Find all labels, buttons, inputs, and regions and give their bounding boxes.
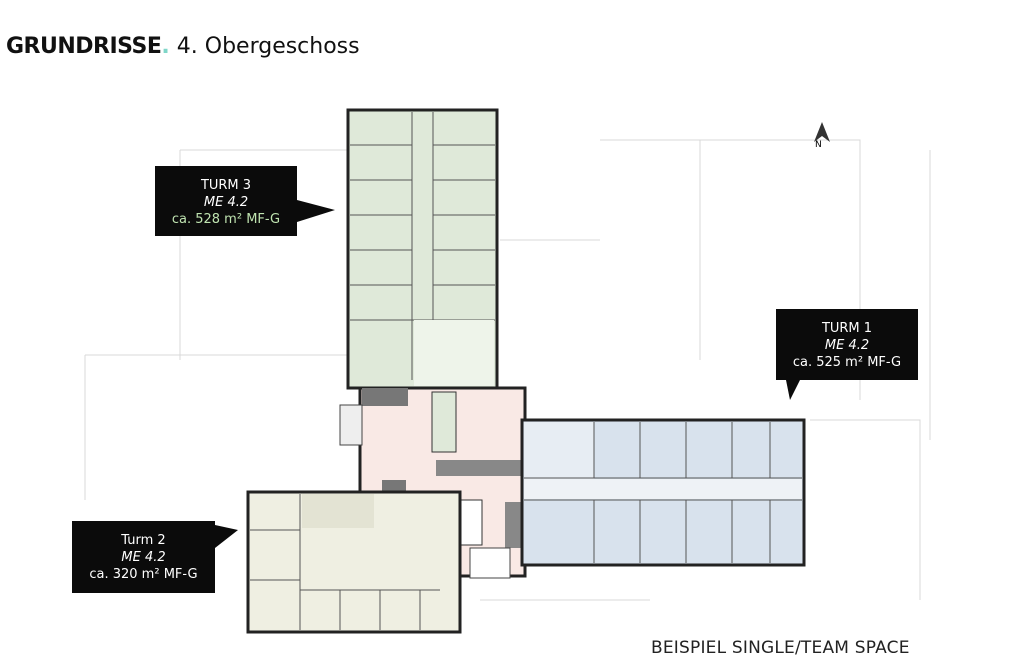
north-label: N: [815, 140, 822, 150]
callout-area: ca. 320 m² MF-G: [89, 567, 198, 582]
callout-unit: ME 4.2: [121, 550, 166, 565]
callout-area: ca. 528 m² MF-G: [171, 212, 281, 227]
callout-turm2: Turm 2 ME 4.2 ca. 320 m² MF-G: [72, 521, 215, 593]
callout-unit: ME 4.2: [824, 338, 870, 353]
context-lines: [84, 139, 931, 601]
callout-unit: ME 4.2: [203, 195, 249, 210]
title-bold: GRUNDRISSE: [6, 34, 162, 59]
title-dot: .: [161, 34, 170, 59]
callout-name: TURM 1: [821, 321, 873, 336]
footer-caption: BEISPIEL SINGLE/TEAM SPACE: [651, 638, 910, 658]
title-rest: 4. Obergeschoss: [176, 34, 360, 59]
north-arrow-icon: [814, 122, 830, 142]
callout-turm1: TURM 1 ME 4.2 ca. 525 m² MF-G: [776, 309, 918, 380]
page-title: GRUNDRISSE. 4. Obergeschoss: [6, 34, 360, 59]
callout-name: Turm 2: [121, 533, 166, 548]
callout-turm3: TURM 3 ME 4.2 ca. 528 m² MF-G: [155, 166, 297, 236]
callout-area: ca. 525 m² MF-G: [792, 355, 902, 370]
callout-name: TURM 3: [200, 178, 252, 193]
